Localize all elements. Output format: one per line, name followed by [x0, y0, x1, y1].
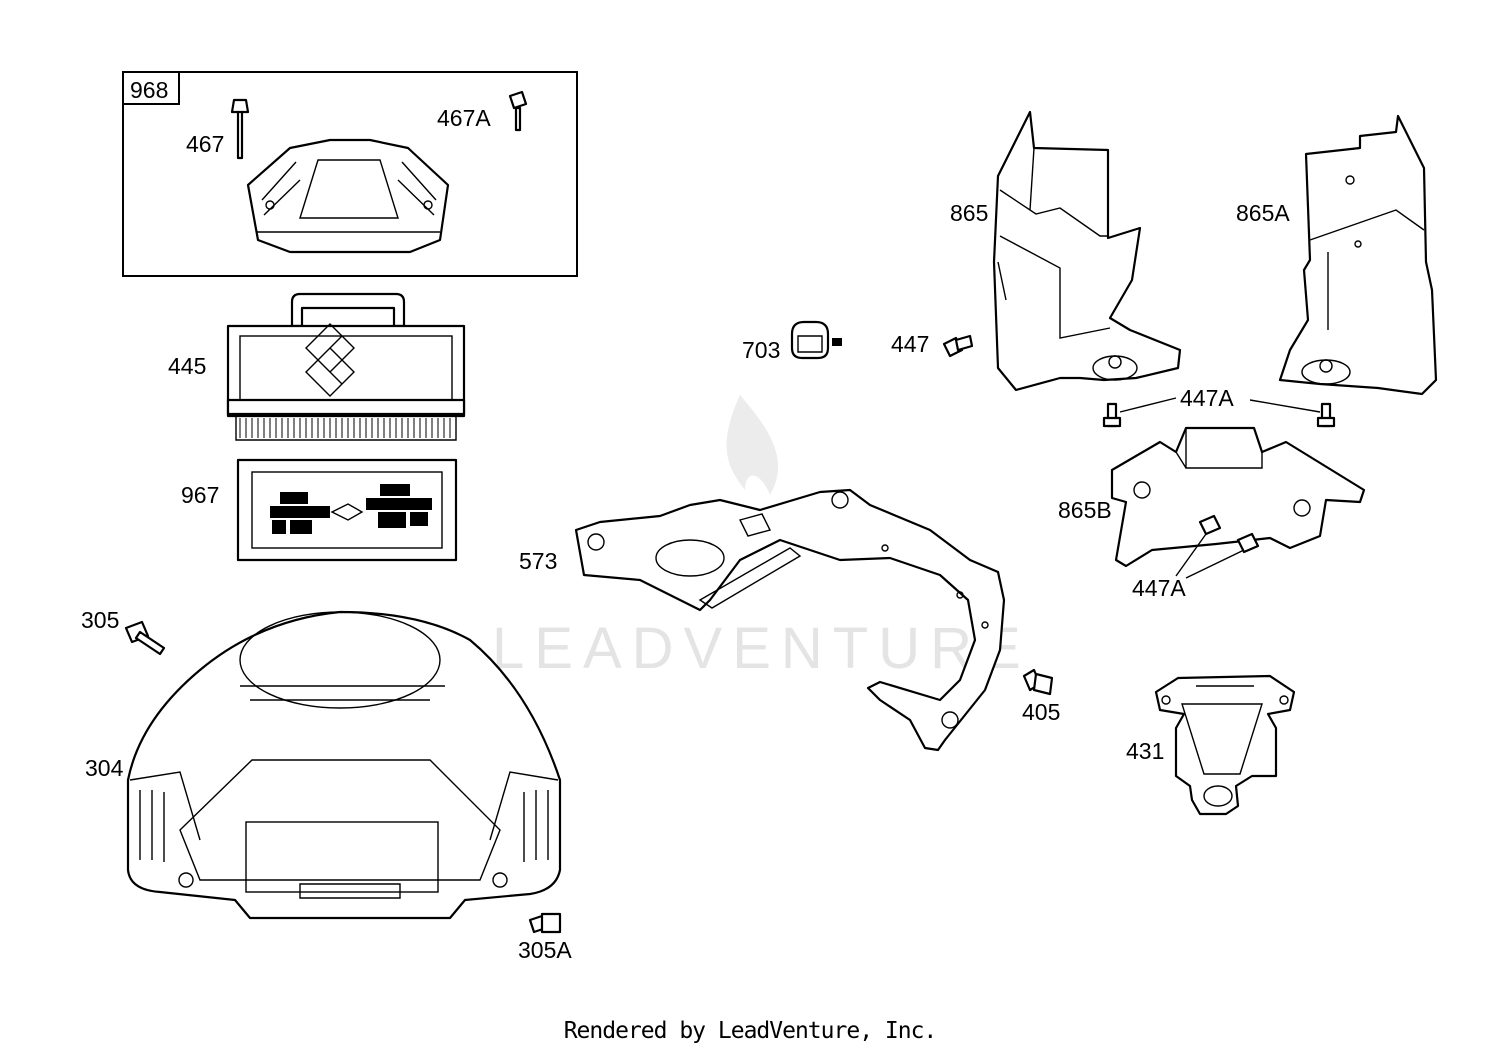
- part-447-screw[interactable]: [942, 334, 974, 358]
- label-305: 305: [81, 607, 119, 633]
- watermark-text: LEADVENTURE: [492, 616, 1031, 681]
- label-865: 865: [950, 200, 988, 226]
- part-447A-screw-right[interactable]: [1316, 402, 1336, 428]
- part-405-screw[interactable]: [1022, 668, 1054, 696]
- part-305-screw[interactable]: [124, 620, 166, 656]
- label-968: 968: [130, 77, 168, 103]
- label-405: 405: [1022, 699, 1060, 725]
- part-703-clip[interactable]: [790, 320, 842, 360]
- part-865B-baffle[interactable]: [1110, 426, 1366, 568]
- leader-lines-447A-bottom: [1175, 533, 1245, 579]
- part-305A-screw[interactable]: [528, 912, 562, 934]
- label-865B: 865B: [1058, 497, 1112, 523]
- part-447A-screw-left[interactable]: [1102, 402, 1122, 428]
- part-968-air-cleaner-kit[interactable]: [122, 71, 578, 277]
- label-304: 304: [85, 755, 124, 781]
- label-447: 447: [891, 331, 929, 357]
- label-573: 573: [519, 548, 557, 574]
- label-967: 967: [181, 482, 219, 508]
- label-305A: 305A: [518, 937, 572, 963]
- label-467: 467: [186, 131, 224, 157]
- label-467A: 467A: [437, 105, 491, 131]
- label-445: 445: [168, 353, 206, 379]
- part-447A-screw-lower-left[interactable]: [1198, 514, 1222, 536]
- part-573-blower-back-plate[interactable]: [574, 488, 1006, 752]
- part-304-blower-housing[interactable]: [126, 610, 562, 920]
- label-447A-bottom: 447A: [1132, 575, 1186, 601]
- leader-lines-447A-top: [1119, 397, 1321, 413]
- watermark: LEADVENTURE: [492, 395, 1031, 681]
- footer-credit: Rendered by LeadVenture, Inc.: [563, 1018, 938, 1044]
- label-703: 703: [742, 337, 780, 363]
- part-431-air-duct[interactable]: [1154, 674, 1296, 816]
- part-447A-screw-lower-right[interactable]: [1236, 532, 1260, 554]
- part-865A-baffle[interactable]: [1278, 114, 1438, 396]
- label-865A: 865A: [1236, 200, 1290, 226]
- part-865-baffle[interactable]: [992, 110, 1182, 392]
- part-445-air-filter[interactable]: [226, 292, 466, 441]
- label-447A-top: 447A: [1180, 385, 1234, 411]
- part-967-pre-cleaner[interactable]: [236, 458, 458, 562]
- label-431: 431: [1126, 738, 1164, 764]
